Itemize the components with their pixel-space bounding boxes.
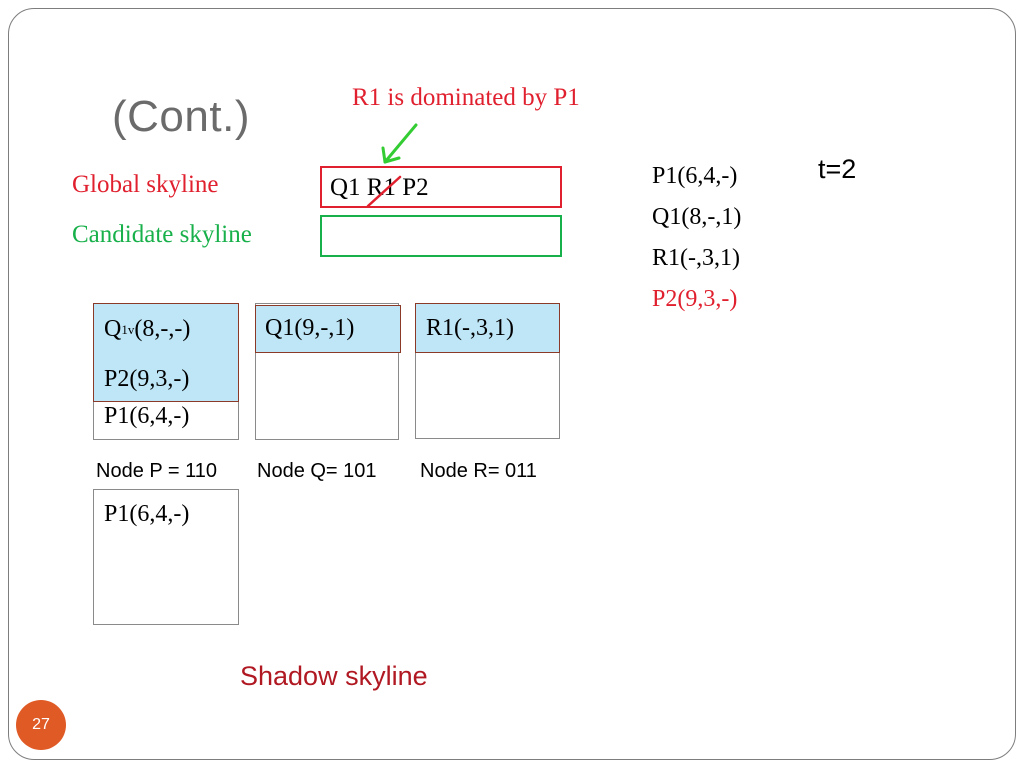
annotation-arrow-icon: [381, 123, 418, 164]
shadow-node-entry: P1(6,4,-): [104, 501, 190, 527]
node-q-entry: Q1(9,-,1): [265, 315, 355, 341]
candidate-skyline-label: Candidate skyline: [72, 221, 252, 248]
point-list: P1(6,4,-) Q1(8,-,1) R1(-,3,1) P2(9,3,-): [652, 156, 741, 320]
node-p-entry: P1(6,4,-): [104, 403, 190, 429]
time-step-label: t=2: [818, 154, 857, 184]
slide-frame: [8, 8, 1016, 760]
node-p-entry-q1v: Q1v(8,-,-): [104, 316, 190, 343]
slide-title: (Cont.): [112, 92, 250, 141]
point-list-item: R1(-,3,1): [652, 245, 740, 271]
node-q-label: Node Q= 101: [257, 460, 377, 482]
point-list-item: P1(6,4,-): [652, 163, 738, 189]
shadow-skyline-label: Shadow skyline: [240, 661, 428, 691]
global-skyline-label: Global skyline: [72, 171, 219, 198]
node-p-label: Node P = 110: [96, 460, 218, 482]
point-list-item: Q1(8,-,1): [652, 204, 742, 230]
node-r-label: Node R= 011: [420, 460, 537, 482]
node-p-entry: P2(9,3,-): [104, 366, 190, 392]
global-skyline-box: [320, 166, 562, 208]
node-r-highlight: [415, 303, 560, 353]
page-number: 27: [32, 716, 50, 733]
point-list-item-highlighted: P2(9,3,-): [652, 286, 738, 312]
node-q-highlight: [255, 305, 401, 353]
page-number-badge: [16, 700, 66, 750]
node-p-highlight: [93, 303, 239, 402]
node-r-entry: R1(-,3,1): [426, 315, 514, 341]
entry-subscript: 1v: [121, 322, 135, 337]
shadow-node-box: [93, 489, 239, 625]
entry-rest: (8,-,-): [134, 316, 191, 342]
strike-through-mark: [366, 175, 402, 208]
annotation-text: R1 is dominated by P1: [352, 84, 580, 111]
entry-main: Q: [104, 316, 122, 342]
candidate-skyline-box: [320, 215, 562, 257]
